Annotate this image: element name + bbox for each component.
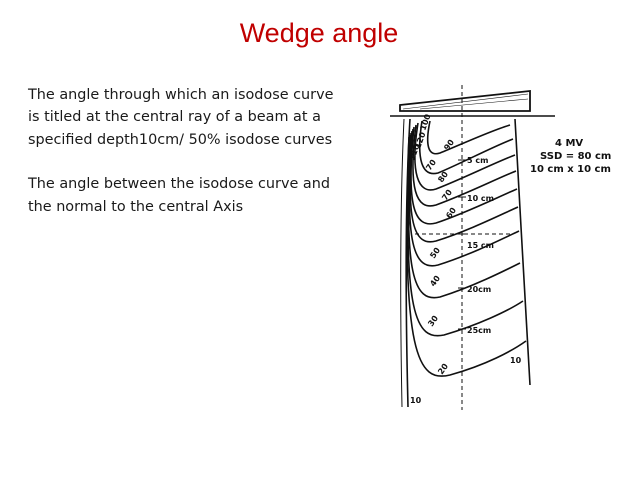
- beam-edge-right: [514, 118, 531, 386]
- isodose-curves: [406, 120, 527, 377]
- depth-label-10cm: 10 cm: [467, 194, 494, 203]
- isodose-label: 10: [410, 396, 422, 405]
- paragraph-definition-1: The angle through which an isodose curve…: [28, 87, 334, 148]
- isodose-label: 70: [440, 188, 454, 203]
- isodose-diagram: 5 cm 10 cm 15 cm 20cm 25cm 100 120 110 7…: [390, 85, 611, 410]
- isodose-label: 60: [444, 206, 458, 221]
- isodose-label: 90: [442, 138, 456, 153]
- beam-field-size: 10 cm x 10 cm: [530, 164, 611, 175]
- isodose-label: 30: [426, 314, 440, 329]
- body-text: The angle through which an isodose curve…: [28, 84, 348, 240]
- depth-label-15cm: 15 cm: [467, 241, 494, 250]
- slide-title: Wedge angle: [239, 18, 399, 48]
- isodose-label: 40: [428, 274, 442, 289]
- isodose-label: 50: [428, 246, 442, 261]
- depth-ticks: [458, 159, 466, 330]
- isodose-label: 20: [436, 362, 450, 377]
- depth-label-20cm: 20cm: [467, 285, 491, 294]
- wedge-shape: [399, 89, 531, 112]
- beam-ssd: SSD = 80 cm: [540, 151, 611, 162]
- isodose-label: 10: [510, 356, 522, 365]
- isodose-label: 80: [436, 170, 450, 185]
- isodose-figure: 5 cm 10 cm 15 cm 20cm 25cm 100 120 110 7…: [370, 85, 620, 415]
- depth-label-5cm: 5 cm: [467, 156, 488, 165]
- beam-energy: 4 MV: [555, 138, 583, 149]
- wedge-hatch: [402, 93, 529, 110]
- depth-label-25cm: 25cm: [467, 326, 491, 335]
- paragraph-definition-2: The angle between the isodose curve and …: [28, 176, 330, 215]
